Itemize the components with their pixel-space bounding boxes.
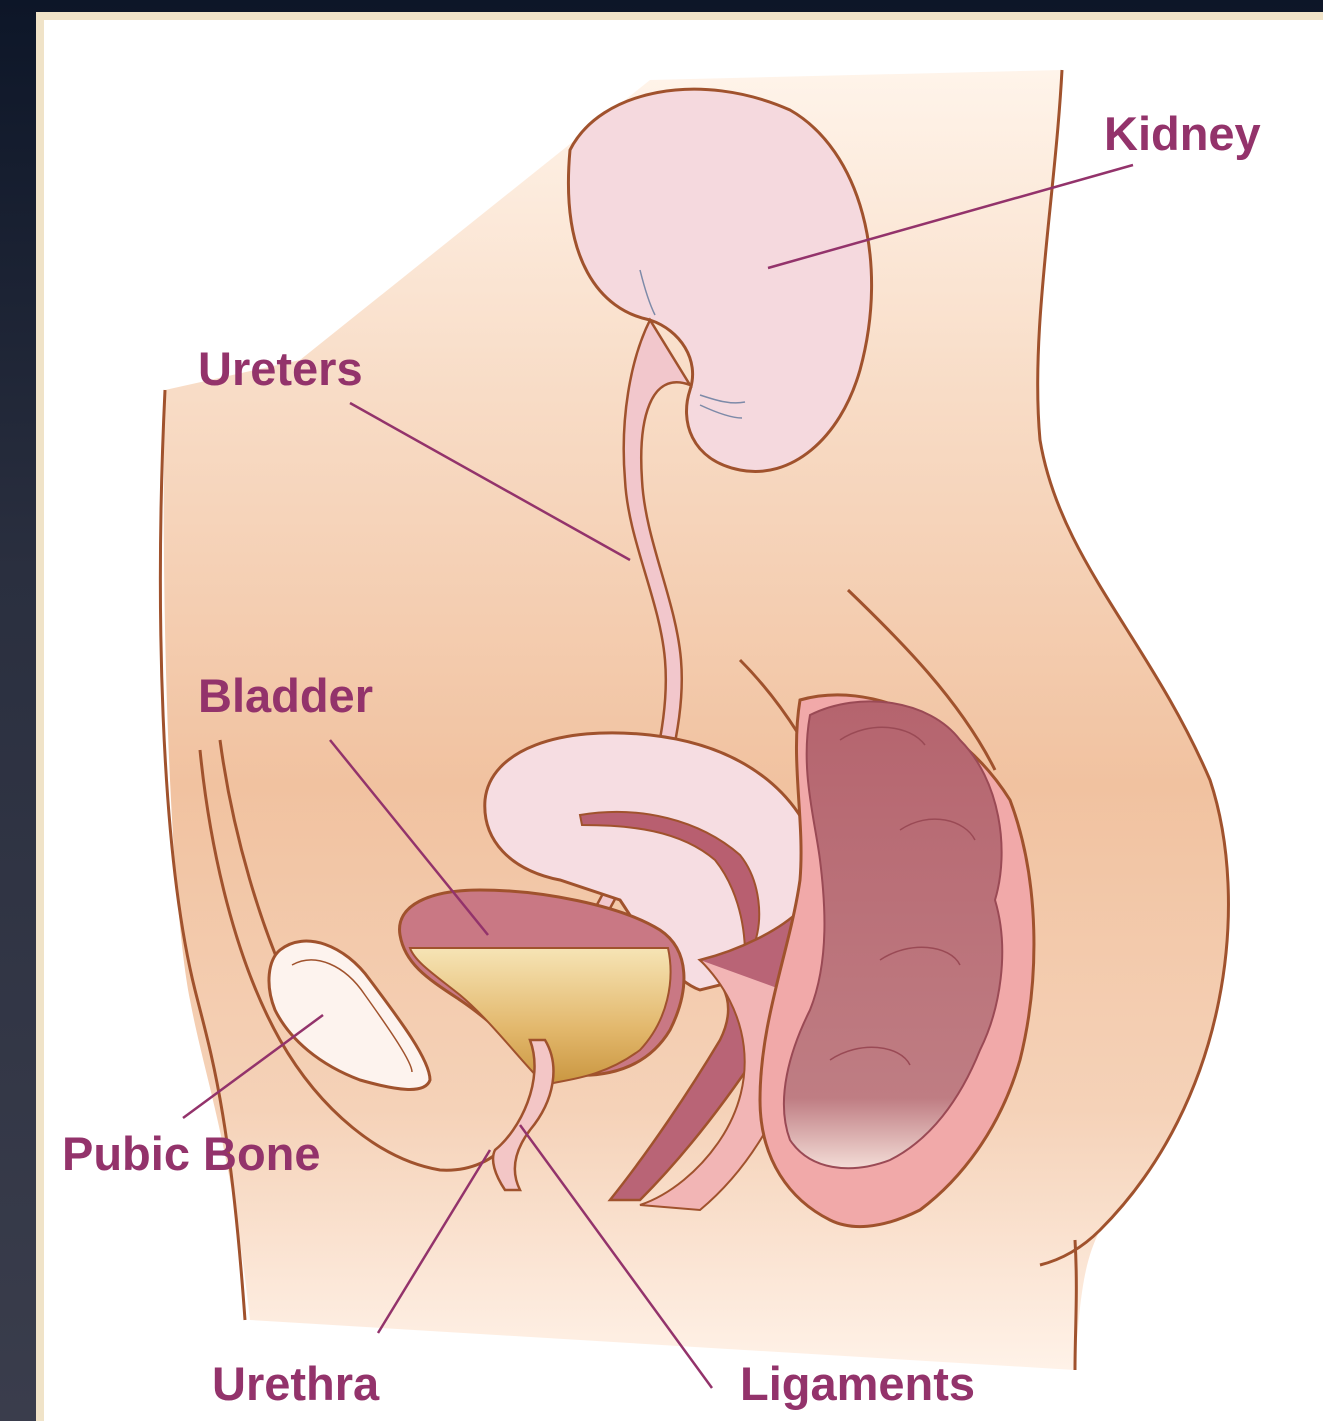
bladder-label: Bladder xyxy=(198,672,373,719)
kidney-label: Kidney xyxy=(1104,110,1261,157)
ligaments-label: Ligaments xyxy=(740,1360,975,1407)
urethra-label: Urethra xyxy=(212,1360,379,1407)
pubic-bone-label: Pubic Bone xyxy=(62,1130,321,1177)
ureters-label: Ureters xyxy=(198,345,363,392)
